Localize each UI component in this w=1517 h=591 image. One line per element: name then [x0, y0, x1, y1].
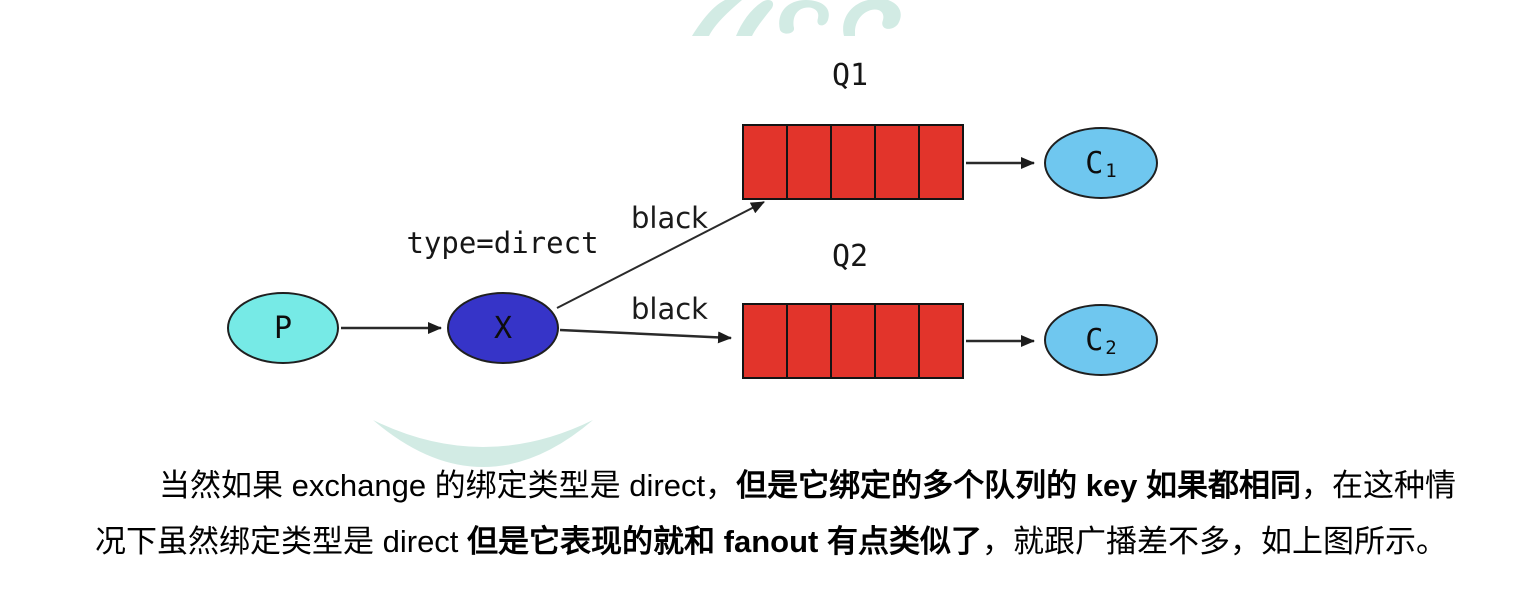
consumer1-label: C [1085, 145, 1104, 181]
consumer2-subscript: 2 [1105, 337, 1117, 359]
binding-key-label-q2: black [631, 292, 708, 326]
exchange-label: X [493, 310, 513, 346]
text-segment: 况下虽然绑定类型是 direct [95, 524, 468, 559]
exchange-node: X [447, 292, 559, 364]
text-segment: ，就跟广播差不多，如上图所示。 [981, 524, 1447, 559]
paragraph-line: 当然如果 exchange 的绑定类型是 direct，但是它绑定的多个队列的 … [95, 458, 1456, 514]
queue-message-slot [830, 124, 876, 200]
paragraph-line: 况下虽然绑定类型是 direct 但是它表现的就和 fanout 有点类似了，就… [95, 514, 1447, 570]
text-segment: 但是它表现的就和 fanout 有点类似了 [467, 524, 982, 559]
exchange-type-label: type=direct [406, 226, 599, 260]
queue-message-slot [918, 124, 964, 200]
producer-label: P [273, 310, 293, 346]
queue-q1 [742, 124, 964, 200]
consumer2-label: C [1085, 322, 1104, 358]
queue-message-slot [874, 124, 920, 200]
producer-node: P [227, 292, 339, 364]
queue-title-q1: Q1 [831, 58, 869, 93]
arrow-exchange-to-q1 [556, 201, 765, 309]
queue-message-slot [786, 303, 832, 379]
queue-message-slot [742, 303, 788, 379]
queue-q2 [742, 303, 964, 379]
queue-message-slot [742, 124, 788, 200]
text-segment: 但是它绑定的多个队列的 key 如果都相同 [736, 468, 1302, 503]
queue-message-slot [918, 303, 964, 379]
queue-title-q2: Q2 [831, 239, 869, 274]
text-segment: ，在这种情 [1301, 468, 1457, 503]
queue-message-slot [874, 303, 920, 379]
text-segment: 当然如果 exchange 的绑定类型是 direct， [159, 468, 737, 503]
arrow-exchange-to-q2 [559, 328, 732, 344]
binding-key-label-q1: black [631, 201, 708, 235]
queue-message-slot [830, 303, 876, 379]
consumer1-subscript: 1 [1105, 160, 1117, 182]
queue-message-slot [786, 124, 832, 200]
caption-paragraph: 当然如果 exchange 的绑定类型是 direct，但是它绑定的多个队列的 … [95, 458, 1456, 570]
